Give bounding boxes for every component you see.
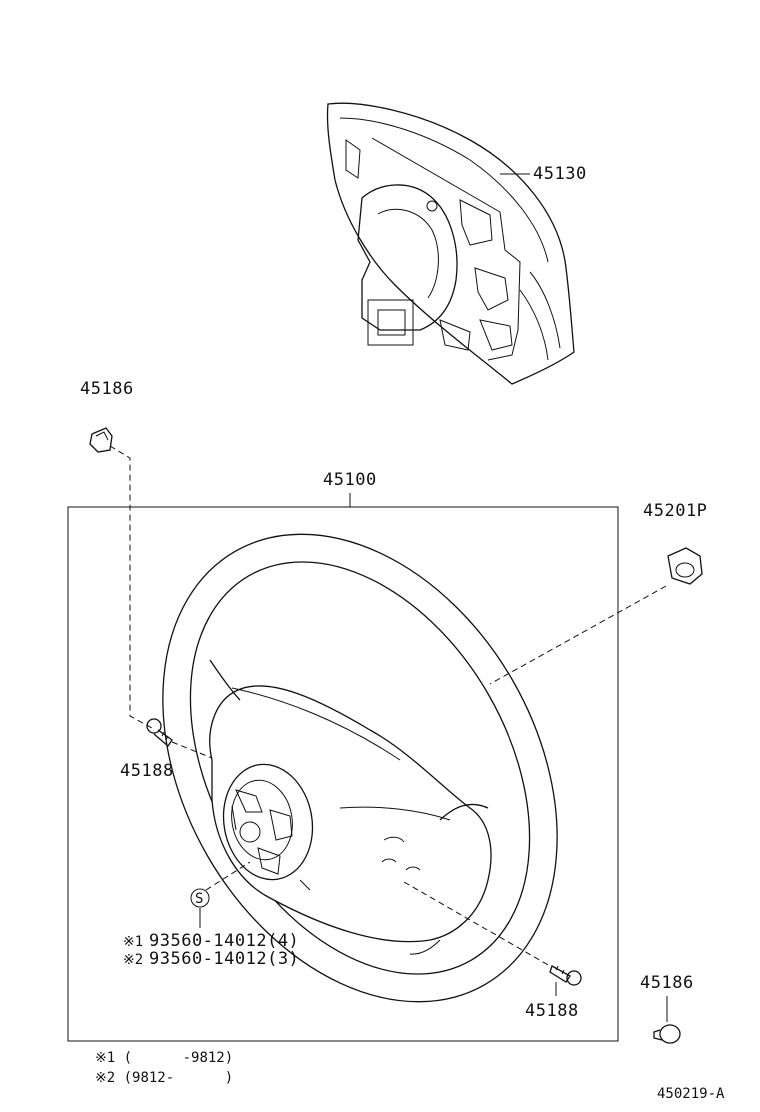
dashed-leader-screw-left xyxy=(171,741,213,759)
bolt-note-1-mark: ※1 xyxy=(123,934,143,950)
part-label-45130: 45130 xyxy=(533,164,587,184)
horn-pad-drawing xyxy=(326,102,575,385)
dashed-leader-s xyxy=(205,861,251,891)
s-symbol: S xyxy=(190,888,210,908)
part-label-45100: 45100 xyxy=(323,470,377,490)
part-label-45186-bottom: 45186 xyxy=(640,973,694,993)
part-label-45188-right: 45188 xyxy=(525,1001,579,1021)
part-label-45201P: 45201P xyxy=(643,501,707,521)
diagram-id: 450219-A xyxy=(657,1086,725,1102)
grommet-drawing xyxy=(667,547,703,585)
steering-wheel-drawing xyxy=(162,533,558,1003)
clip-top-drawing xyxy=(89,427,113,453)
bolt-note-2-part: 93560-14012(3) xyxy=(149,949,299,969)
part-label-45188-left: 45188 xyxy=(120,761,174,781)
footnote-2: ※2 (9812- ) xyxy=(95,1070,233,1086)
dashed-leader-screw-right xyxy=(403,881,551,967)
bolt-note-1-part: 93560-14012(4) xyxy=(149,931,299,951)
footnote-1: ※1 ( -9812) xyxy=(95,1050,233,1066)
dashed-leader-grommet xyxy=(489,585,667,685)
bolt-note-2-mark: ※2 xyxy=(123,952,143,968)
assembly-frame xyxy=(67,506,619,1042)
screw-right-drawing xyxy=(549,965,582,986)
dashed-leader-clip-top xyxy=(109,445,153,729)
s-symbol-letter: S xyxy=(195,891,203,907)
part-label-45186-top: 45186 xyxy=(80,379,134,399)
clip-bottom-drawing xyxy=(653,1024,681,1044)
screw-left-drawing xyxy=(146,718,173,747)
